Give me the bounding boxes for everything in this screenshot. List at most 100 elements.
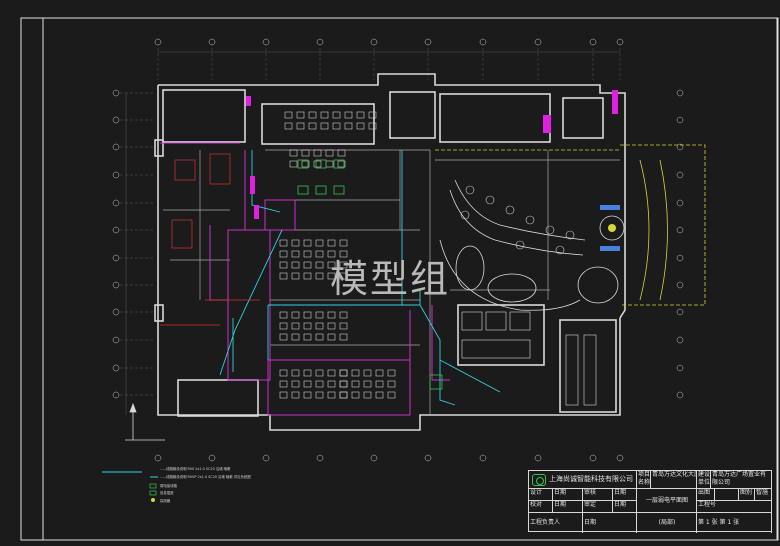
axis-bubble xyxy=(589,38,597,46)
company-logo-icon xyxy=(532,474,546,486)
sheet-inner-border xyxy=(42,17,778,541)
table-symbol xyxy=(325,160,334,168)
legend-line-4: 信息插座 xyxy=(160,490,174,495)
table-symbol xyxy=(291,261,300,269)
table-symbol xyxy=(279,380,288,388)
table-symbol xyxy=(289,149,298,157)
review-date-label: 日期 xyxy=(613,489,637,501)
table-symbol xyxy=(303,322,312,330)
client-name: 青岛万达广场置业有限公司 xyxy=(711,471,772,489)
table-symbol xyxy=(303,380,312,388)
axis-bubble xyxy=(534,454,542,462)
company-name: 上海尚诚智能科技有限公司 xyxy=(549,475,633,483)
axis-bubble xyxy=(112,336,120,344)
axis-bubble xyxy=(676,116,684,124)
axis-bubble xyxy=(676,254,684,262)
table-symbol xyxy=(315,250,324,258)
table-symbol xyxy=(315,391,324,399)
axis-bubble xyxy=(208,38,216,46)
table-symbol xyxy=(308,122,317,130)
table-symbol xyxy=(344,111,353,119)
table-symbol xyxy=(339,322,348,330)
check-label: 校对 xyxy=(529,501,553,513)
drawing-no-label: 出图 xyxy=(697,489,715,501)
table-symbol xyxy=(320,111,329,119)
table-symbol xyxy=(315,369,324,377)
vertical-transport xyxy=(461,311,597,406)
table-symbol xyxy=(332,111,341,119)
marker-icons xyxy=(297,159,620,390)
table-symbol xyxy=(315,322,324,330)
table-symbol xyxy=(284,122,293,130)
drawing-cat-value: 智施 xyxy=(755,489,772,501)
axis-bubble xyxy=(112,281,120,289)
table-symbol xyxy=(303,369,312,377)
table-symbol xyxy=(313,149,322,157)
table-symbol xyxy=(296,111,305,119)
table-symbol xyxy=(327,261,336,269)
axis-bubble xyxy=(676,364,684,372)
table-symbol xyxy=(291,311,300,319)
table-symbol xyxy=(339,250,348,258)
table-symbol xyxy=(356,111,365,119)
drawing-title: 一层弱电平面图 xyxy=(637,489,697,513)
axis-bubble xyxy=(262,38,270,46)
table-symbol xyxy=(291,272,300,280)
table-symbol xyxy=(303,311,312,319)
axis-bubble xyxy=(676,281,684,289)
table-symbol xyxy=(368,111,377,119)
cable-runs xyxy=(219,150,501,406)
axis-bubble xyxy=(154,38,162,46)
title-block: 上海尚诚智能科技有限公司 项目名称 青岛万达文化大厦 建设单位 青岛万达广场置业… xyxy=(528,470,772,533)
table-symbol xyxy=(313,160,322,168)
table-symbol xyxy=(363,380,372,388)
table-symbol xyxy=(279,369,288,377)
axis-bubble xyxy=(112,364,120,372)
lead-label: 工程负责人 xyxy=(529,513,583,533)
drawing-no-value xyxy=(715,489,739,501)
table-symbol xyxy=(339,369,348,377)
table-symbol xyxy=(325,149,334,157)
table-symbol xyxy=(339,380,348,388)
table-symbol xyxy=(279,391,288,399)
axis-bubble xyxy=(589,454,597,462)
table-symbol xyxy=(303,272,312,280)
client-label: 建设单位 xyxy=(697,471,711,489)
legend-line-5: 探测器 xyxy=(160,498,171,503)
table-symbol xyxy=(315,261,324,269)
table-symbol xyxy=(332,122,341,130)
review-label: 审核 xyxy=(583,489,613,501)
legend-text: -----线路敷设说明 RVS 2x1.0 SC20 沿墙 暗敷 -----线路… xyxy=(160,466,251,503)
project-name: 青岛万达文化大厦 xyxy=(651,471,697,489)
table-symbol xyxy=(327,250,336,258)
axis-bubble xyxy=(676,308,684,316)
check-date-label: 日期 xyxy=(553,501,583,513)
axis-bubble xyxy=(676,226,684,234)
table-symbol xyxy=(351,391,360,399)
table-symbol xyxy=(356,122,365,130)
table-symbol xyxy=(339,239,348,247)
lead-date-label: 日期 xyxy=(583,513,637,533)
table-symbol xyxy=(368,122,377,130)
project-no-label: 工程号 xyxy=(697,501,772,513)
table-symbol xyxy=(303,239,312,247)
table-symbol xyxy=(301,149,310,157)
approve-date-label: 日期 xyxy=(613,501,637,513)
axis-bubble xyxy=(112,143,120,151)
table-symbol xyxy=(291,391,300,399)
table-symbol xyxy=(339,272,348,280)
table-symbol xyxy=(279,311,288,319)
axis-bubble xyxy=(262,454,270,462)
equipment-blocks xyxy=(246,90,618,219)
column-symbol xyxy=(555,245,565,255)
device-symbols xyxy=(160,153,260,326)
table-symbol xyxy=(327,239,336,247)
project-label: 项目名称 xyxy=(637,471,651,489)
table-symbol xyxy=(279,250,288,258)
column-symbol xyxy=(465,185,475,195)
approve-label: 审定 xyxy=(583,501,613,513)
table-symbol xyxy=(303,261,312,269)
axis-bubble xyxy=(676,391,684,399)
axis-bubble xyxy=(616,38,624,46)
